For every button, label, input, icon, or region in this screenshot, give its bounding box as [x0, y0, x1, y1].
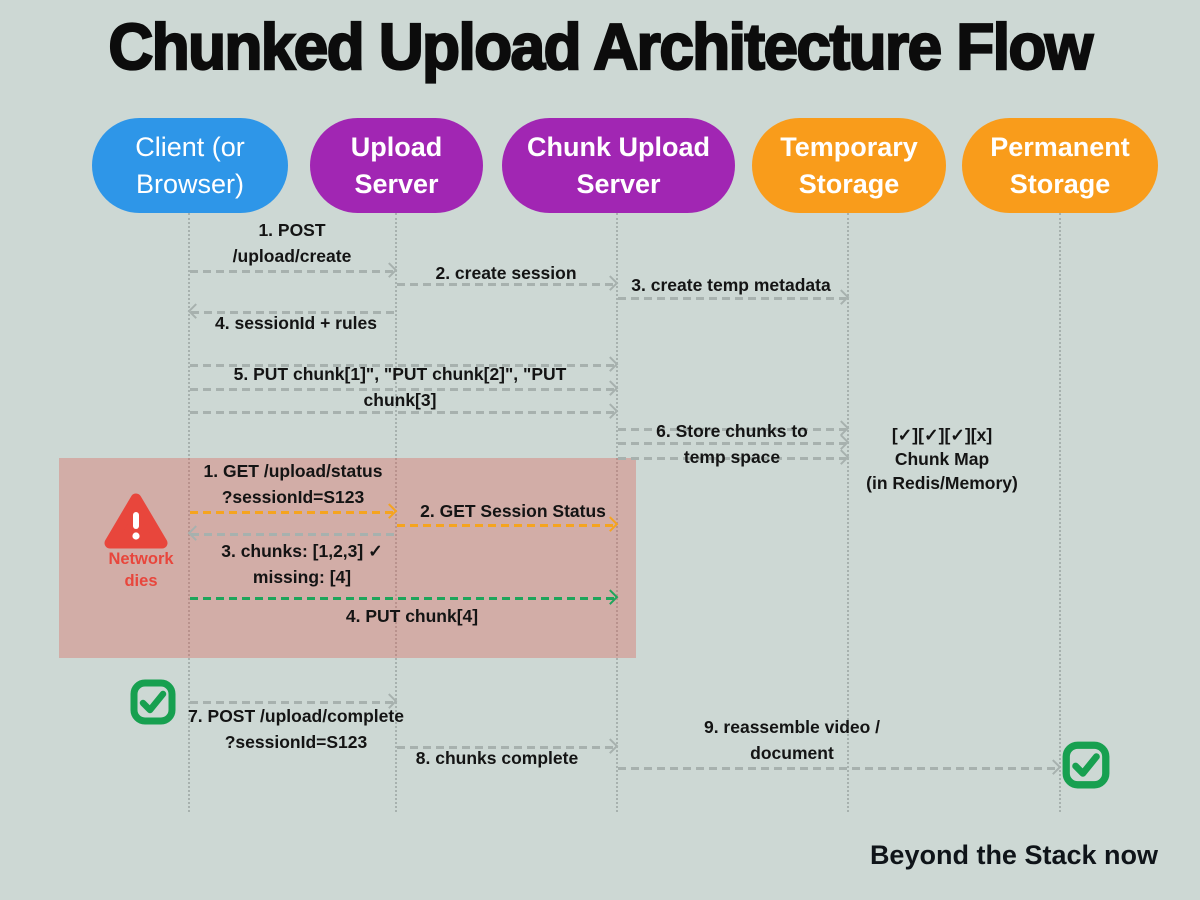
label-chunks-complete: 8. chunks complete	[415, 748, 579, 768]
arrow-chunks-complete	[397, 746, 615, 749]
arrow-create-temp-metadata	[618, 297, 846, 300]
label-reassemble: 9. reassemble video / document	[703, 717, 881, 763]
arrow-store-chunks-2	[618, 442, 846, 445]
arrow-post-upload-complete	[190, 701, 394, 704]
arrow-put-chunk-2	[190, 388, 615, 391]
lifeline-client	[188, 213, 190, 812]
label-post-upload-complete: 7. POST /upload/complete ?sessionId=S123	[188, 706, 404, 752]
label-create-session: 2. create session	[435, 263, 577, 283]
arrow-sessionid-rules	[191, 311, 395, 314]
page-title: Chunked Upload Architecture Flow	[107, 10, 1094, 84]
actor-client: Client (or Browser)	[92, 118, 288, 213]
arrow-get-session-status	[397, 524, 615, 527]
lifeline-temporary-storage	[847, 213, 849, 812]
arrow-create-session	[397, 283, 615, 286]
label-put-chunks: 5. PUT chunk[1]", "PUT chunk[2]", "PUT c…	[233, 364, 567, 410]
actor-temporary-storage: Temporary Storage	[752, 118, 946, 213]
arrow-get-upload-status	[190, 511, 394, 514]
arrow-put-chunk-3	[190, 411, 615, 414]
network-dies-label: Network dies	[108, 550, 174, 590]
label-create-temp-metadata: 3. create temp metadata	[631, 275, 831, 295]
lifeline-chunk-upload-server	[616, 213, 618, 812]
label-sessionid-rules: 4. sessionId + rules	[215, 313, 377, 333]
arrow-store-chunks-3	[618, 457, 846, 460]
success-check-icon	[1062, 741, 1110, 789]
label-get-session-status: 2. GET Session Status	[420, 501, 606, 521]
warning-triangle-icon	[104, 493, 168, 549]
arrow-post-upload-create	[190, 270, 394, 273]
network-failure-region	[59, 458, 636, 658]
label-put-chunk-4: 4. PUT chunk[4]	[345, 606, 479, 626]
label-chunks-missing: 3. chunks: [1,2,3] ✓ missing: [4]	[221, 541, 383, 587]
actor-permanent-storage: Permanent Storage	[962, 118, 1158, 213]
arrow-put-chunk-1	[190, 364, 615, 367]
label-post-upload-create: 1. POST /upload/create	[232, 220, 352, 266]
label-get-upload-status: 1. GET /upload/status ?sessionId=S123	[203, 461, 383, 507]
success-check-icon	[130, 679, 176, 725]
lifeline-upload-server	[395, 213, 397, 812]
arrow-put-chunk-4	[190, 597, 615, 600]
arrow-store-chunks-1	[618, 428, 846, 431]
label-store-chunks: 6. Store chunks to temp space	[656, 421, 808, 467]
brand-text: Beyond the Stack now	[869, 840, 1158, 870]
arrow-reassemble	[618, 767, 1058, 770]
actor-upload-server: Upload Server	[310, 118, 483, 213]
lifeline-permanent-storage	[1059, 213, 1061, 812]
chunk-map-note: [✓][✓][✓][x] Chunk Map (in Redis/Memory)	[866, 425, 1018, 493]
arrow-status-response	[191, 533, 395, 536]
actor-chunk-upload-server: Chunk Upload Server	[502, 118, 735, 213]
